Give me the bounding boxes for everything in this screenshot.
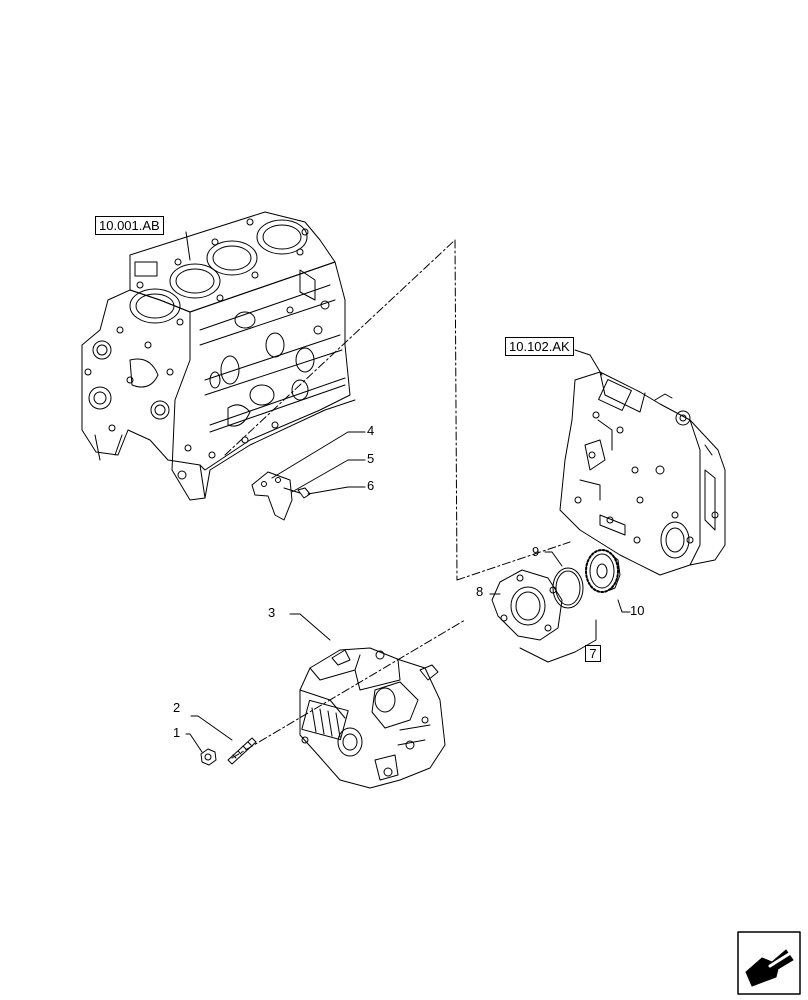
reference-label-engine-block[interactable]: 10.001.AB — [95, 216, 164, 235]
callout-3: 3 — [268, 605, 276, 620]
callout-1: 1 — [173, 725, 181, 740]
callout-9: 9 — [532, 544, 540, 559]
stud-drawing — [227, 737, 257, 765]
nut-drawing — [200, 748, 217, 766]
reference-label-timing-cover[interactable]: 10.102.AK — [505, 337, 574, 356]
adapter-plate-drawing — [491, 569, 563, 641]
callout-6: 6 — [367, 478, 375, 493]
callout-10: 10 — [630, 603, 645, 618]
gear-drawing — [585, 549, 621, 593]
callout-4: 4 — [367, 423, 375, 438]
callout-8: 8 — [476, 584, 484, 599]
bracket-drawing — [251, 471, 311, 521]
engine-block-drawing — [81, 211, 356, 501]
callout-2: 2 — [173, 700, 181, 715]
leader-lines — [185, 231, 631, 753]
assembly-center-lines — [224, 239, 571, 759]
o-ring-drawing — [552, 567, 584, 609]
timing-cover-drawing — [559, 371, 726, 576]
callout-5: 5 — [367, 451, 375, 466]
fuel-pump-drawing — [299, 647, 446, 789]
next-page-arrow-icon[interactable] — [737, 931, 801, 995]
callout-7-boxed: 7 — [585, 645, 601, 662]
